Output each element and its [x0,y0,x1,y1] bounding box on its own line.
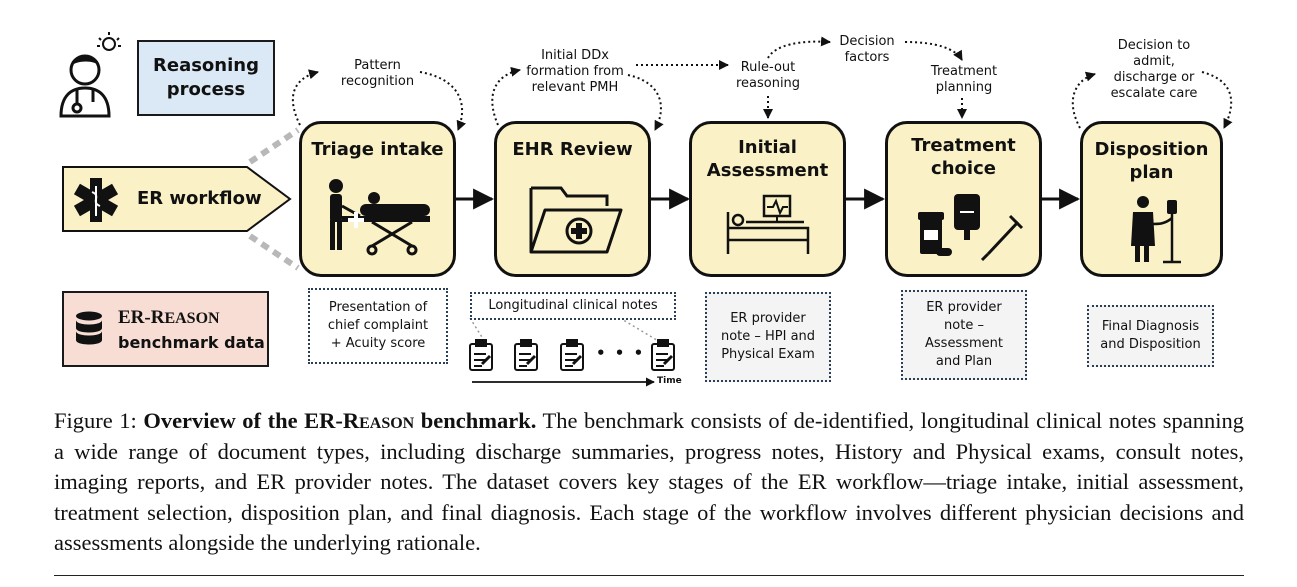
disposition-reasoning-line1: Decision to [1117,38,1191,53]
clipboard-icon-2 [514,339,538,371]
note-ehr: Longitudinal clinical notes [470,292,676,320]
star-of-life-icon [73,178,119,222]
stage-ehr-review: EHR Review [494,121,651,277]
clipboard-icon-4 [651,339,675,371]
decision-factors-line2: factors [844,50,890,65]
ruleout-line2: reasoning [735,76,801,91]
caption-title: Overview of the ER-Reason benchmark. [143,408,536,433]
pattern-line1: Pattern [354,58,401,73]
benchmark-name-rest: EASON [164,310,220,327]
workflow-label: ER workflow [137,188,262,209]
stage-title-line1: Treatment [911,135,1016,156]
ddx-line2: formation from [526,64,624,79]
note-disposition: Final Diagnosis and Disposition [1087,305,1214,367]
stage-triage-intake: Triage intake [299,121,456,277]
ruleout-line1: Rule-out [740,60,796,75]
ddx-line3: relevant PMH [531,80,619,95]
note-line1: ER provider [730,311,806,326]
stage-title-line2: choice [931,158,996,179]
decision-factors-label: Decision factors [826,34,908,66]
treatment-planning-line1: Treatment [930,64,998,79]
note-triage: Presentation of chief complaint + Acuity s… [308,288,448,364]
clipboard-icon-3 [560,339,584,371]
ddx-line1: Initial DDx [541,48,609,63]
stage-title: Disposition plan [1083,138,1220,184]
reasoning-label-pattern: Pattern recognition [325,58,430,90]
stage-initial-assessment: Initial Assessment [689,121,846,277]
note-line1: Presentation of [328,300,428,315]
note-line3: Assessment [925,336,1003,351]
stage-title-line2: Assessment [706,160,829,181]
disposition-reasoning-line4: escalate care [1110,86,1198,101]
stage-disposition-plan: Disposition plan [1080,121,1223,277]
note-line3: Physical Exam [721,347,815,362]
database-icon [76,311,102,345]
note-line1: Final Diagnosis [1101,319,1200,334]
note-line4: and Plan [935,354,993,369]
caption-title-sc: eason [359,408,415,433]
reasoning-label-ddx: Initial DDx formation from relevant PMH [515,48,635,96]
stage-title: Treatment choice [888,134,1039,180]
benchmark-name-prefix: ER-R [118,307,165,328]
benchmark-subtitle: benchmark data [118,333,265,352]
caption-prefix: Figure 1: [54,408,144,433]
note-line2: and Disposition [1100,337,1201,352]
doctor-icon [59,32,121,118]
benchmark-name: ER-REASON [118,307,220,330]
reasoning-label-line1: Reasoning [153,55,259,76]
caption-body: The benchmark consists of de-identified,… [54,408,1244,555]
figure-caption: Figure 1: Overview of the ER-Reason benc… [54,406,1244,559]
note-line2: note – [944,318,984,333]
clinical-notes-timeline [469,339,675,371]
note-line1: Longitudinal clinical notes [488,298,658,313]
note-line2: chief complaint [327,318,429,333]
reasoning-label-line2: process [166,79,246,100]
page-rule [54,575,1244,576]
pattern-line2: recognition [340,74,415,89]
benchmark-box: ER-REASON benchmark data [62,291,269,367]
disposition-reasoning-line2: admit, [1133,54,1175,69]
reasoning-label-treatment: Treatment planning [918,64,1010,96]
disposition-reasoning-line3: discharge or [1113,70,1195,85]
stage-title: Triage intake [311,139,444,160]
note-line2: note – HPI and [720,329,816,344]
hospital-bed-icon [726,194,810,254]
figure-diagram: Reasoning process ER workflow ER-REASON … [59,32,1233,387]
note-line3: + Acuity score [330,336,426,351]
caption-title-part2: benchmark. [414,408,537,433]
stage-title: EHR Review [512,139,633,160]
reasoning-label-disposition: Decision to admit, discharge or escalate… [1098,38,1210,102]
stage-title-line1: Disposition [1094,139,1209,160]
stretcher-icon [329,179,430,256]
note-line1: ER provider [926,300,1002,315]
treatment-planning-line2: planning [935,80,993,95]
workflow-fan [248,127,300,271]
diagram-connectors [248,36,1233,387]
timeline-label: Time [657,376,682,386]
workflow-arrow-shape [62,166,292,232]
stage-title: Initial Assessment [692,136,843,182]
stage-treatment-choice: Treatment choice [885,121,1042,277]
decision-factors-line1: Decision [839,34,895,49]
reasoning-label-ruleout: Rule-out reasoning [722,60,814,92]
patient-iv-icon [1131,196,1181,264]
stage-title-line1: Initial [738,137,797,158]
reasoning-process-box: Reasoning process [137,40,275,116]
timeline-ellipsis: • • • [596,344,646,362]
caption-title-part1: Overview of the ER-R [143,408,360,433]
stage-title-line2: plan [1129,162,1174,183]
note-treatment: ER provider note – Assessment and Plan [901,290,1027,380]
folder-medical-icon [529,186,623,254]
medication-icon [918,194,1024,262]
clipboard-icon-1 [469,339,493,371]
reasoning-loops [291,36,1233,131]
